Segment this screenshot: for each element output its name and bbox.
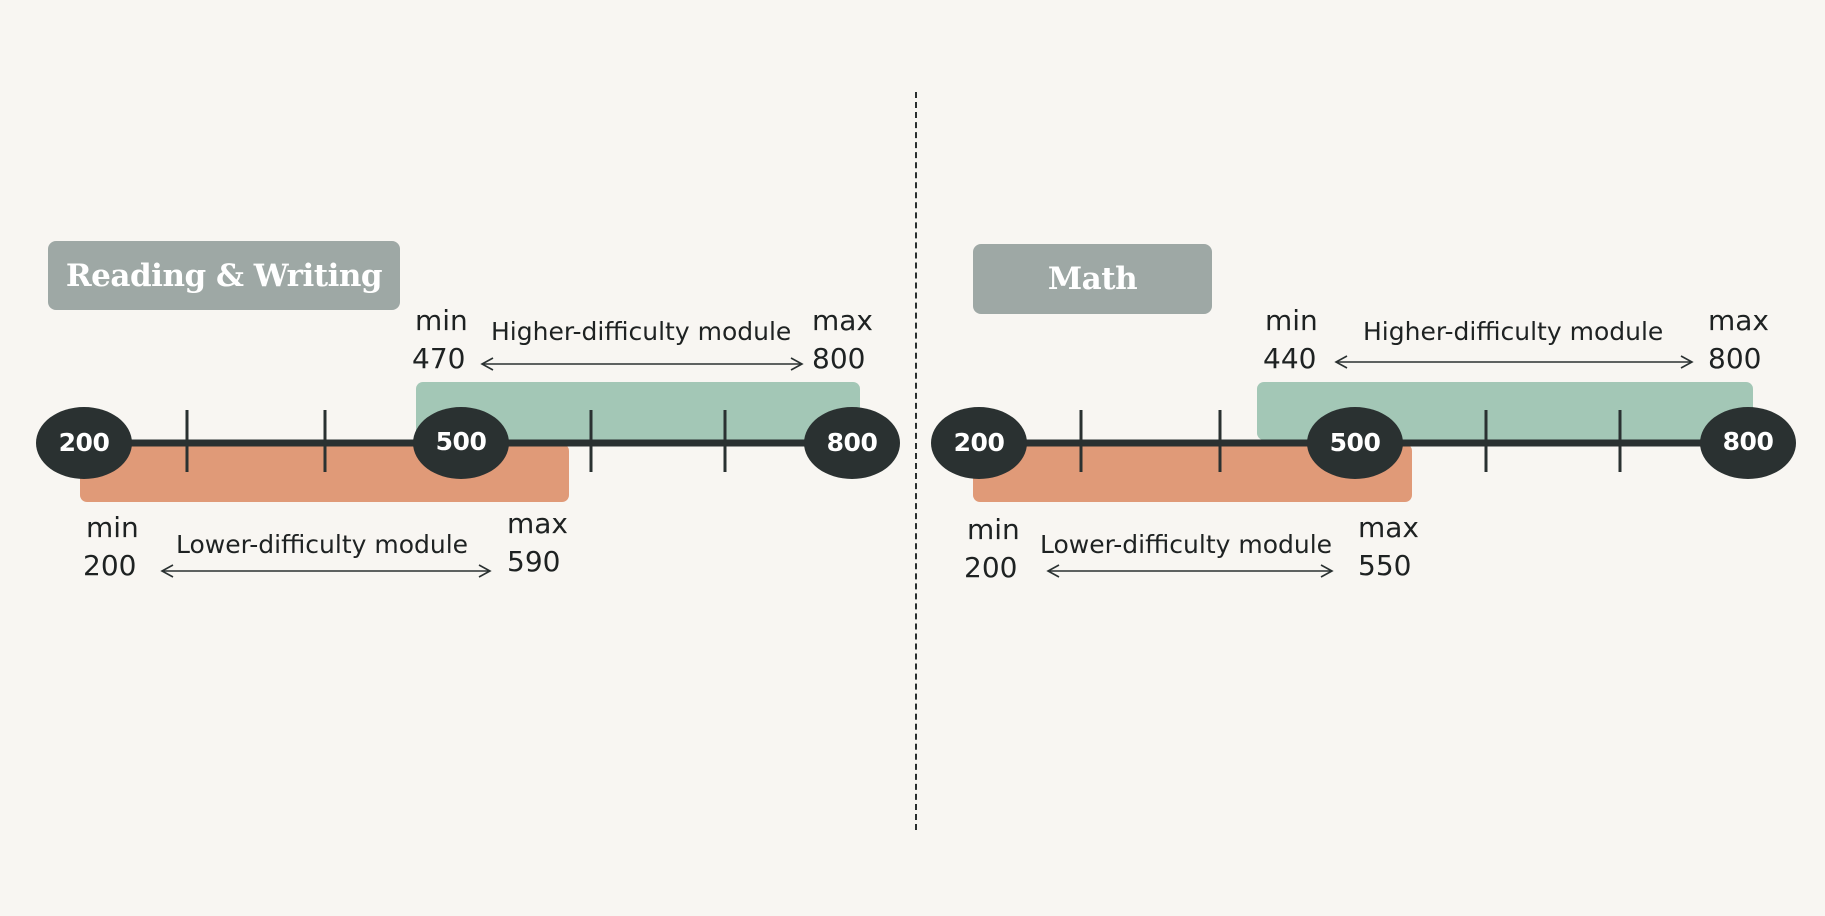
rw-lower-max-value: 590 (507, 545, 561, 578)
math-lower-max-value: 550 (1358, 549, 1412, 582)
rw-node-800 (804, 407, 900, 479)
rw-higher-min-word: min (415, 304, 468, 337)
math-higher-max-value: 800 (1708, 342, 1762, 375)
math-lower-max-word: max (1358, 511, 1420, 544)
rw-node-200 (36, 407, 132, 479)
math-lower-module-name: Lower-difficulty module (1040, 530, 1333, 559)
rw-scale-max-label: 800 (826, 428, 878, 457)
reading-writing-graphics (36, 357, 900, 578)
section-divider (915, 92, 917, 830)
math-scale-mid-label: 500 (1329, 428, 1381, 457)
math-node-800 (1700, 407, 1796, 479)
rw-scale-mid-label: 500 (435, 427, 487, 456)
math-higher-min-value: 440 (1263, 342, 1317, 375)
math-node-500 (1307, 407, 1403, 479)
rw-lower-max-word: max (507, 507, 569, 540)
math-higher-module-name: Higher-difficulty module (1363, 317, 1664, 346)
rw-higher-max-value: 800 (812, 342, 866, 375)
math-lower-band (973, 444, 1412, 502)
rw-higher-max-word: max (812, 304, 874, 337)
math-lower-min-value: 200 (964, 551, 1018, 584)
rw-lower-min-word: min (86, 511, 139, 544)
math-node-200 (931, 407, 1027, 479)
rw-lower-module-name: Lower-difficulty module (176, 530, 469, 559)
math-scale-min-label: 200 (953, 428, 1005, 457)
math-scale-max-label: 800 (1722, 427, 1774, 456)
math-higher-min-word: min (1265, 304, 1318, 337)
rw-node-500 (413, 407, 509, 479)
rw-scale-min-label: 200 (58, 428, 110, 457)
rw-lower-min-value: 200 (83, 549, 137, 582)
rw-higher-module-name: Higher-difficulty module (491, 317, 792, 346)
rw-higher-band (416, 382, 860, 440)
math-graphics (931, 355, 1796, 578)
math-label: Math (973, 244, 1212, 314)
reading-writing-label: Reading & Writing (48, 241, 400, 310)
math-higher-max-word: max (1708, 304, 1770, 337)
rw-higher-min-value: 470 (412, 342, 466, 375)
math-lower-min-word: min (967, 513, 1020, 546)
